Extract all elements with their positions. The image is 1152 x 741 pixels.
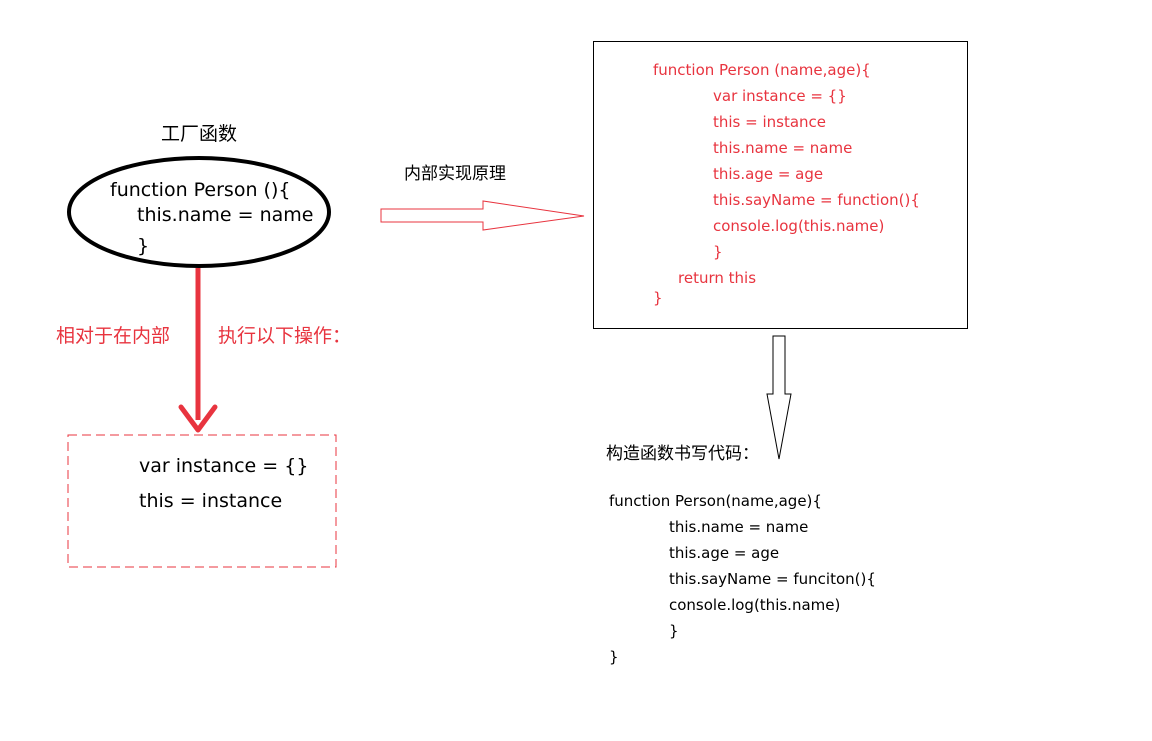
factory-ellipse [67,156,331,268]
principle-code-line: } [653,289,663,307]
factory-title: 工厂函数 [161,123,238,145]
constructor-code-line: function Person(name,age){ [609,492,822,510]
constructor-code-line: console.log(this.name) [669,596,841,614]
principle-code-line: return this [678,269,757,287]
inner-dashed-box [67,434,337,568]
ellipse-code-line: this.name = name [137,204,314,226]
horizontal-hollow-arrow [380,200,585,231]
principle-code-line: function Person (name,age){ [653,61,871,79]
vertical-arrow-right-label: 执行以下操作： [218,325,352,347]
vertical-arrow-left-label: 相对于在内部 [56,325,171,347]
constructor-code-line: this.name = name [669,518,809,536]
principle-code-line: this.sayName = function(){ [713,191,920,209]
principle-code-line: this = instance [713,113,827,131]
principle-code-line: this.name = name [713,139,853,157]
principle-code-line: console.log(this.name) [713,217,885,235]
vertical-arrow-head [178,404,218,433]
principle-box [593,41,968,329]
ellipse-code-line: } [137,235,150,257]
constructor-code-line: this.sayName = funciton(){ [669,570,876,588]
horizontal-arrow-label: 内部实现原理 [404,164,506,184]
inner-box-line: this = instance [139,490,283,512]
constructor-code-line: this.age = age [669,544,780,562]
principle-code-line: } [713,243,723,261]
inner-box-line: var instance = {} [139,455,309,477]
constructor-code-line: } [669,622,679,640]
constructor-code-line: } [609,648,619,666]
down-hollow-arrow [766,335,792,460]
ellipse-code-line: function Person (){ [110,179,291,201]
principle-code-line: var instance = {} [713,87,847,105]
principle-code-line: this.age = age [713,165,824,183]
constructor-title: 构造函数书写代码： [606,444,759,464]
